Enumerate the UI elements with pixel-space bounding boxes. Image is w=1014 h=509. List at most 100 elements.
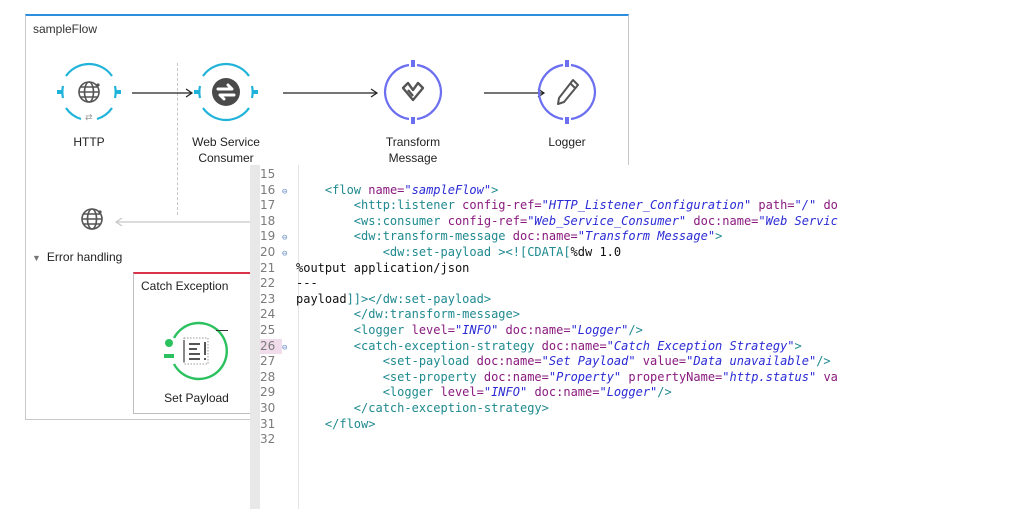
code-token: > (794, 338, 802, 353)
transform-message-node[interactable] (381, 60, 445, 124)
code-text: payload]]></dw:set-payload> (296, 292, 491, 308)
logger-node[interactable] (535, 60, 599, 124)
line-number: 15 (260, 167, 276, 181)
code-token: > (491, 182, 499, 197)
catch-connector (216, 330, 228, 331)
set-payload-node[interactable] (162, 318, 228, 384)
error-handling-label: Error handling (46, 250, 123, 264)
collapse-triangle-icon: ▼ (32, 253, 41, 263)
code-text: --- (296, 276, 318, 292)
code-token: do (816, 198, 838, 213)
line-number: 17 (260, 198, 276, 213)
line-number: 21 (260, 260, 276, 275)
code-token: "Web_Service_Consumer" (527, 213, 687, 228)
code-token: "Transform Message" (577, 229, 716, 244)
code-token: "INFO" (454, 322, 499, 337)
code-token: doc:name= (512, 229, 578, 244)
code-line[interactable]: 18 <ws:consumer config-ref="Web_Service_… (260, 214, 1014, 230)
line-number: 22 (260, 276, 276, 291)
line-number: 19 (260, 229, 276, 244)
code-token: > (715, 229, 723, 244)
code-token: <catch-exception-strategy (353, 338, 542, 353)
fold-toggle-icon[interactable]: ⊖ (282, 186, 288, 197)
set-payload-icon (164, 321, 228, 381)
exchange-icon (194, 62, 258, 122)
xml-editor[interactable]: 15 16⊖ <flow name="sampleFlow">17 <http:l… (250, 165, 1014, 509)
code-token (296, 183, 325, 197)
code-token: <dw:set-payload ><![CDATA[ (382, 244, 571, 259)
code-text: <dw:set-payload ><![CDATA[%dw 1.0 (296, 245, 621, 261)
code-line[interactable]: 20⊖ <dw:set-payload ><![CDATA[%dw 1.0 (260, 245, 1014, 261)
code-token (296, 354, 383, 368)
web-service-consumer-node[interactable] (194, 60, 258, 124)
code-line[interactable]: 22 --- (260, 276, 1014, 292)
editor-lines: 15 16⊖ <flow name="sampleFlow">17 <http:l… (260, 167, 1014, 448)
catch-exception-title: Catch Exception (141, 279, 229, 293)
code-token: <dw:transform-message (353, 229, 513, 244)
code-token: "http.status" (722, 369, 817, 384)
fold-toggle-icon[interactable]: ⊖ (282, 342, 288, 353)
fold-toggle-icon[interactable]: ⊖ (282, 248, 288, 259)
code-line[interactable]: 24 </dw:transform-message> (260, 307, 1014, 323)
fold-toggle-icon[interactable]: ⊖ (282, 233, 288, 244)
code-token: --- (296, 276, 318, 291)
code-line[interactable]: 30 </catch-exception-strategy> (260, 401, 1014, 417)
response-arrow (114, 214, 266, 227)
source-divider (177, 63, 178, 215)
code-token (296, 245, 383, 259)
line-number: 25 (260, 322, 276, 337)
code-token: "Logger" (570, 322, 629, 337)
code-token (296, 370, 383, 384)
code-line[interactable]: 27 <set-payload doc:name="Set Payload" v… (260, 354, 1014, 370)
line-number: 18 (260, 213, 276, 228)
line-number: 26 (260, 338, 282, 355)
code-token: "sampleFlow" (404, 182, 492, 197)
line-number: 28 (260, 369, 276, 384)
node-label-line: HTTP (73, 135, 105, 149)
error-handling-toggle[interactable]: ▼ Error handling (32, 250, 122, 264)
code-line[interactable]: 19 ⊖ <dw:transform-message doc:name="Tran… (260, 229, 1014, 245)
code-token (296, 323, 354, 337)
flow-arrow (283, 88, 379, 98)
code-token: </dw:transform-message> (353, 307, 520, 322)
code-token: /> (628, 322, 643, 337)
catch-exception-strategy[interactable]: Catch Exception Set Payload (133, 272, 258, 414)
pencil-icon (537, 60, 597, 124)
code-line[interactable]: 16⊖ <flow name="sampleFlow"> (260, 183, 1014, 199)
code-token (296, 339, 354, 353)
code-text: <http:listener config-ref="HTTP_Listener… (296, 198, 838, 214)
code-token: "HTTP_Listener_Configuration" (541, 198, 752, 213)
code-token: name= (368, 182, 405, 197)
code-line[interactable]: 29 <logger level="INFO" doc:name="Logger… (260, 385, 1014, 401)
code-line[interactable]: 25 <logger level="INFO" doc:name="Logger… (260, 323, 1014, 339)
transform-message-label: Transform Message (358, 134, 468, 166)
code-text: <ws:consumer config-ref="Web_Service_Con… (296, 214, 838, 230)
code-token: level= (411, 322, 455, 337)
code-token (296, 417, 325, 431)
code-text: <flow name="sampleFlow"> (296, 183, 498, 199)
code-line[interactable]: 32 (260, 432, 1014, 448)
code-token: "Set Payload" (541, 354, 636, 369)
code-token: config-ref= (462, 198, 542, 213)
code-line[interactable]: 21%output application/json (260, 261, 1014, 277)
code-line[interactable]: 31 </flow> (260, 417, 1014, 433)
code-token (296, 307, 354, 321)
code-line[interactable]: 15 (260, 167, 1014, 183)
logger-label: Logger (512, 134, 622, 150)
code-line[interactable]: 17 <http:listener config-ref="HTTP_Liste… (260, 198, 1014, 214)
code-token: "INFO" (483, 385, 528, 400)
set-payload-label: Set Payload (164, 391, 229, 405)
code-line[interactable]: 26⊖ <catch-exception-strategy doc:name="… (260, 338, 1014, 355)
http-node[interactable]: ⇄ (57, 60, 121, 124)
line-number: 32 (260, 432, 276, 447)
code-token: doc:name= (498, 322, 571, 337)
code-token: <flow (324, 182, 369, 197)
code-token: <logger (353, 322, 412, 337)
code-token: <http:listener (353, 198, 463, 213)
code-token (296, 385, 383, 399)
globe-icon: ⇄ (57, 62, 121, 123)
code-token: level= (440, 385, 484, 400)
code-line[interactable]: 28 <set-property doc:name="Property" pro… (260, 370, 1014, 386)
code-token: va (816, 369, 838, 384)
